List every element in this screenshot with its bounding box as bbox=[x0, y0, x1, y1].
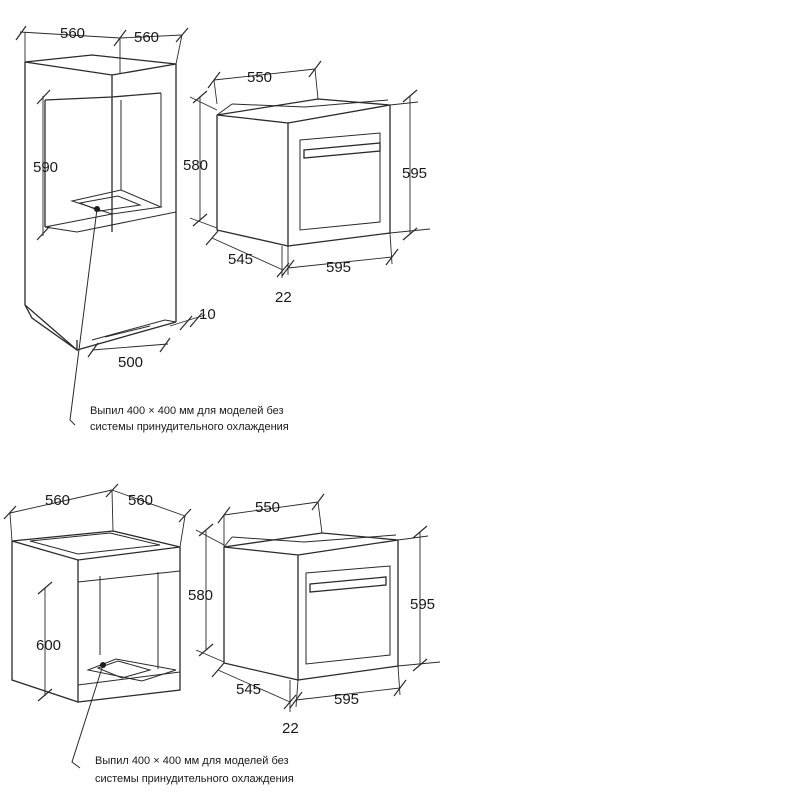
base-cabinet-niche-height: 600 bbox=[36, 637, 61, 654]
oven-top-height-front: 580 bbox=[183, 157, 208, 174]
oven-bottom-drawing bbox=[195, 493, 441, 712]
oven-top-width: 595 bbox=[326, 259, 351, 276]
tall-cabinet-note-line1: Выпил 400 × 400 мм для моделей без bbox=[90, 405, 284, 417]
base-cabinet-width-left: 560 bbox=[45, 492, 70, 509]
tall-cabinet-width-right: 560 bbox=[134, 29, 159, 46]
oven-top-panel-thickness: 22 bbox=[275, 289, 292, 306]
tall-cabinet-note-line2: системы принудительного охлаждения bbox=[90, 421, 289, 433]
tall-cabinet-bottom-opening: 500 bbox=[118, 354, 143, 371]
base-cabinet-note-line1: Выпил 400 × 400 мм для моделей без bbox=[95, 755, 289, 767]
oven-bottom-depth: 550 bbox=[255, 499, 280, 516]
oven-top-height-total: 595 bbox=[402, 165, 427, 182]
oven-bottom-width: 595 bbox=[334, 691, 359, 708]
oven-bottom-height-front: 580 bbox=[188, 587, 213, 604]
tall-cabinet-niche-height: 590 bbox=[33, 159, 58, 176]
oven-top-drawing bbox=[189, 60, 431, 278]
oven-top-body-depth: 545 bbox=[228, 251, 253, 268]
base-cabinet-width-right: 560 bbox=[128, 492, 153, 509]
oven-bottom-panel-thickness: 22 bbox=[282, 720, 299, 737]
tall-cabinet-gap: 10 bbox=[199, 306, 216, 323]
oven-bottom-height-total: 595 bbox=[410, 596, 435, 613]
oven-top-depth: 550 bbox=[247, 69, 272, 86]
tall-cabinet-width-left: 560 bbox=[60, 25, 85, 42]
tall-cabinet-drawing bbox=[15, 25, 206, 426]
base-cabinet-drawing bbox=[3, 483, 192, 769]
base-cabinet-note-line2: системы принудительного охлаждения bbox=[95, 773, 294, 785]
oven-bottom-body-depth: 545 bbox=[236, 681, 261, 698]
